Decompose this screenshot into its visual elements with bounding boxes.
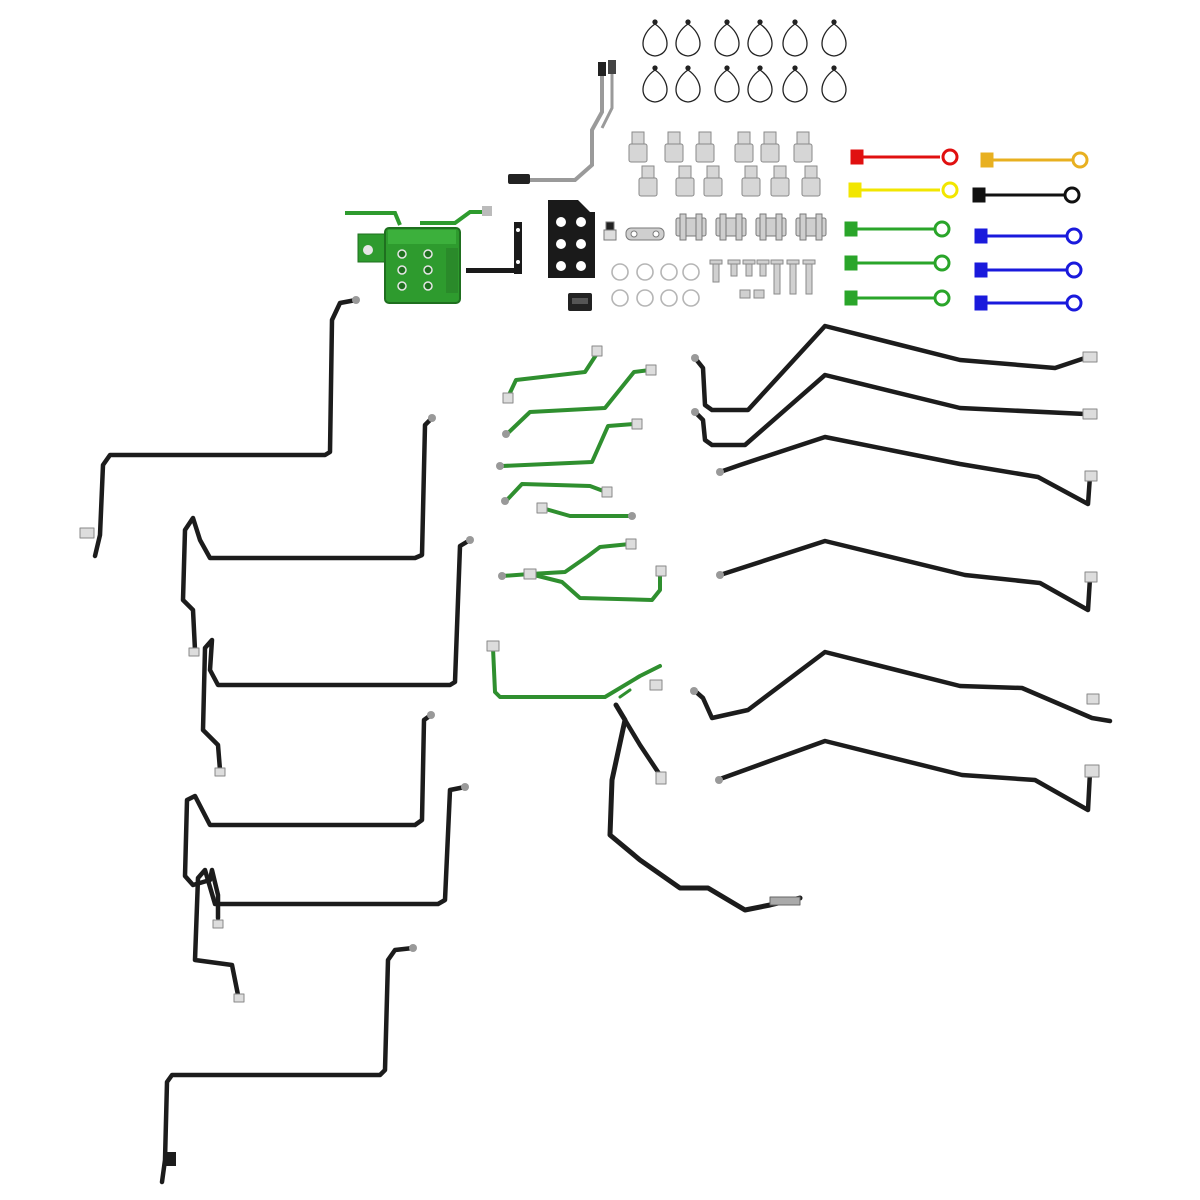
washer xyxy=(739,289,751,299)
hose-clamp xyxy=(611,263,629,281)
black-line xyxy=(180,414,436,657)
cable-tie xyxy=(782,19,808,57)
valve-block xyxy=(345,206,492,304)
hose-clamp xyxy=(660,263,678,281)
hose-clamps-group xyxy=(611,263,700,307)
relay-module xyxy=(568,293,592,311)
black-line xyxy=(716,434,1098,507)
bolt xyxy=(786,259,800,295)
clip-bracket xyxy=(675,213,707,241)
green-line xyxy=(536,502,636,520)
hose-clamp xyxy=(636,289,654,307)
green-line xyxy=(486,640,663,699)
quick-coupler xyxy=(801,165,821,197)
hose-clamp xyxy=(636,263,654,281)
clip-brackets-group xyxy=(603,213,827,241)
bolt xyxy=(709,259,723,283)
cable-tie xyxy=(675,19,701,57)
black-line xyxy=(192,783,469,1003)
wiring-harness xyxy=(508,60,616,184)
cable-tie xyxy=(821,65,847,103)
dust-cap-orange xyxy=(980,151,1089,169)
quick-coupler xyxy=(628,131,648,163)
bolt xyxy=(770,259,784,295)
quick-coupler xyxy=(664,131,684,163)
clip-bracket xyxy=(755,213,787,241)
cable-tie xyxy=(782,65,808,103)
cable-tie xyxy=(675,65,701,103)
clip-bracket xyxy=(715,213,747,241)
quick-coupler xyxy=(770,165,790,197)
hose-clamp xyxy=(660,289,678,307)
quick-coupler xyxy=(638,165,658,197)
black-line xyxy=(182,711,435,929)
black-line xyxy=(159,944,417,1185)
black-line xyxy=(690,649,1113,724)
black-line xyxy=(716,538,1098,613)
dust-cap-blue xyxy=(974,227,1083,245)
cable-tie xyxy=(642,65,668,103)
cable-tie xyxy=(821,19,847,57)
quick-couplers-group xyxy=(628,131,821,197)
quick-coupler xyxy=(703,165,723,197)
green-line xyxy=(496,418,643,470)
black-line xyxy=(691,323,1098,413)
cable-ties-group xyxy=(642,19,847,103)
cable-tie xyxy=(747,19,773,57)
cable-tie xyxy=(747,65,773,103)
black-lines-left-group xyxy=(79,296,474,1185)
green-line xyxy=(501,482,613,505)
mounting-bracket xyxy=(466,222,522,274)
bolt xyxy=(802,259,816,295)
black-line xyxy=(200,536,474,777)
washer xyxy=(753,289,765,299)
green-line xyxy=(498,538,637,580)
dust-cap-yellow xyxy=(848,181,959,199)
quick-coupler xyxy=(760,131,780,163)
black-line xyxy=(715,738,1100,813)
dust-cap-blue xyxy=(974,294,1083,312)
bolt xyxy=(727,259,741,277)
hardware-group xyxy=(709,259,816,299)
bolt xyxy=(742,259,756,277)
clip-bracket xyxy=(795,213,827,241)
quick-coupler xyxy=(741,165,761,197)
cable-tie xyxy=(714,19,740,57)
black-line xyxy=(79,296,360,559)
black-hose xyxy=(607,702,803,913)
dust-cap-green xyxy=(844,289,951,307)
green-line xyxy=(502,364,657,438)
green-line xyxy=(523,565,667,602)
quick-coupler xyxy=(675,165,695,197)
black-line xyxy=(622,717,667,785)
cable-tie xyxy=(714,65,740,103)
quick-coupler xyxy=(695,131,715,163)
hose-clamp xyxy=(682,289,700,307)
black-lines-right-group xyxy=(607,323,1113,913)
dust-cap-black xyxy=(972,186,1081,204)
p-clip xyxy=(625,227,665,241)
green-line xyxy=(502,345,603,404)
dust-cap-green xyxy=(844,220,951,238)
cable-tie xyxy=(642,19,668,57)
small-plug xyxy=(603,221,617,241)
dust-caps-group xyxy=(844,148,1089,312)
quick-coupler xyxy=(734,131,754,163)
dust-cap-red xyxy=(850,148,959,166)
bolt xyxy=(756,259,770,277)
dust-cap-blue xyxy=(974,261,1083,279)
bracket-plate xyxy=(548,200,595,278)
quick-coupler xyxy=(793,131,813,163)
hose-clamp xyxy=(682,263,700,281)
dust-cap-green xyxy=(844,254,951,272)
green-lines-group xyxy=(486,345,667,699)
hose-clamp xyxy=(611,289,629,307)
black-line xyxy=(691,372,1098,448)
